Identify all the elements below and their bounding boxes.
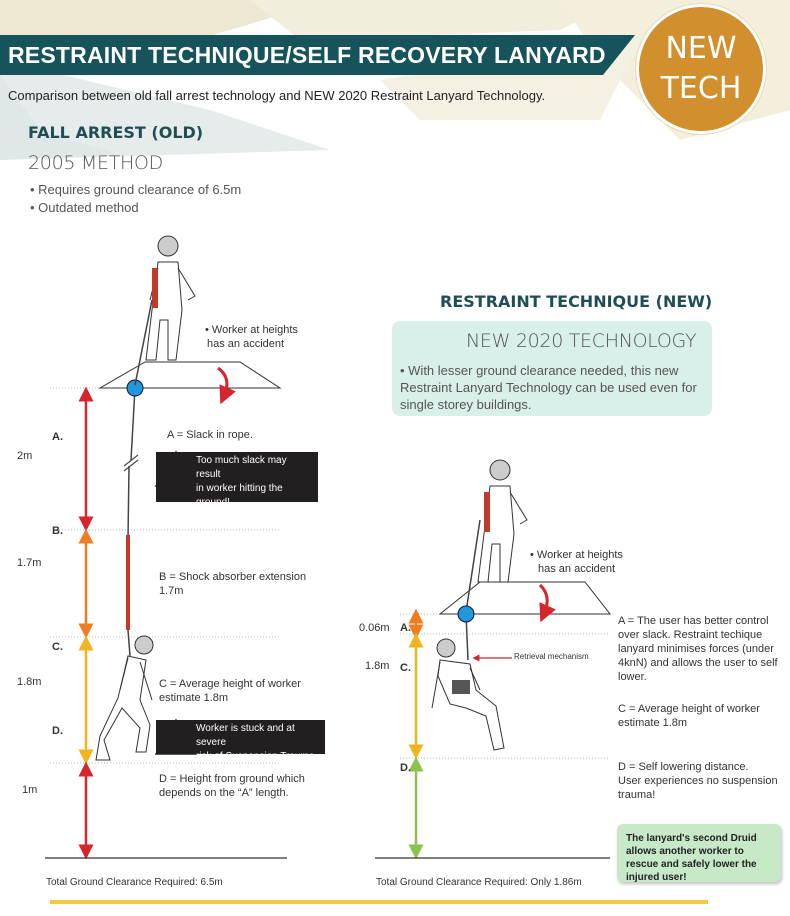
new-desc-a-4: 4knN) and allows the user to self <box>618 657 778 669</box>
badge-line-2: TECH <box>660 71 742 106</box>
old-bullet-2: • Outdated method <box>30 200 139 215</box>
new-desc-a-5: lower. <box>618 671 647 683</box>
old-bullet-1: • Requires ground clearance of 6.5m <box>30 182 242 197</box>
warning-trauma: Worker is stuck and at severe risk of Su… <box>156 720 325 762</box>
old-heading: FALL ARREST (OLD) <box>28 123 204 142</box>
new-desc-a-2: over slack. Restraint techique <box>618 629 763 641</box>
old-label-a: A. <box>52 431 63 443</box>
old-platform <box>98 361 282 389</box>
new-anchor-node <box>457 605 475 623</box>
new-accident-1: • Worker at heights <box>530 549 623 561</box>
new-info-box <box>392 321 712 416</box>
new-desc-a-3: lanyard minimises forces (under <box>618 643 774 655</box>
warning-slack-line-1: Too much slack may result <box>196 455 287 480</box>
new-method: NEW 2020 TECHNOLOGY <box>466 330 697 352</box>
new-desc-c-1: C = Average height of worker <box>618 703 760 715</box>
new-label-d: D. <box>400 762 411 774</box>
new-accident-2: has an accident <box>538 563 616 575</box>
old-desc-d-1: D = Height from ground which <box>159 773 305 785</box>
new-fall-arrow <box>538 583 556 623</box>
old-label-d: D. <box>52 725 63 737</box>
new-desc-a-1: A = The user has better control <box>618 615 769 627</box>
old-desc-c-2: estimate 1.8m <box>159 692 229 704</box>
warning-slack: Too much slack may result in worker hitt… <box>156 452 318 508</box>
new-dim-c: 1.8m <box>365 660 390 672</box>
warning-slack-line-2: in worker hitting the <box>196 483 283 494</box>
old-method: 2005 METHOD <box>28 152 163 174</box>
new-desc-c: C = Average height of worker estimate 1.… <box>618 702 760 730</box>
druid-callout-text: The lanyard's second Druid allows anothe… <box>626 833 757 883</box>
retrieval-label: Retrieval mechanism <box>514 652 589 661</box>
new-tech-badge: NEW TECH <box>636 4 766 134</box>
warning-slack-line-3: ground! <box>196 497 230 508</box>
new-info-line-3: single storey buildings. <box>400 397 532 412</box>
druid-callout: The lanyard's second Druid allows anothe… <box>617 824 781 883</box>
new-label-a: A. <box>400 622 411 634</box>
old-accident-2: has an accident <box>207 338 285 350</box>
old-accident-1: • Worker at heights <box>205 324 298 336</box>
new-desc-d-3: trauma! <box>618 789 656 801</box>
new-desc-d-2: User experiences no suspension <box>618 775 778 787</box>
new-info-line-2: Restraint Lanyard Technology can be used… <box>400 380 697 395</box>
new-footer: Total Ground Clearance Required: Only 1.… <box>376 877 582 888</box>
old-dim-c: 1.8m <box>17 676 42 688</box>
badge-line-1: NEW <box>665 31 737 66</box>
new-standing-worker <box>477 459 528 583</box>
new-desc-d-1: D = Self lowering distance. <box>618 761 749 773</box>
footer-bar <box>50 900 708 904</box>
new-reference-lines <box>400 613 610 759</box>
old-suspended-worker <box>95 635 154 761</box>
old-dim-b: 1.7m <box>17 557 42 569</box>
old-dim-a: 2m <box>17 450 33 462</box>
new-desc-a: A = The user has better control over sla… <box>618 614 778 684</box>
old-desc-a: A = Slack in rope. <box>167 429 253 441</box>
old-label-b: B. <box>52 525 63 537</box>
old-standing-worker <box>145 235 196 361</box>
warning-trauma-line-2: risk of Suspension Trauma <box>196 751 315 762</box>
title-banner <box>0 35 635 75</box>
new-desc-d: D = Self lowering distance. User experie… <box>618 760 778 802</box>
new-desc-c-2: estimate 1.8m <box>618 717 688 729</box>
page-subtitle: Comparison between old fall arrest techn… <box>8 88 546 103</box>
old-desc-d-2: depends on the “A” length. <box>159 787 289 799</box>
new-label-c: C. <box>400 662 411 674</box>
warning-trauma-line-1: Worker is stuck and at severe <box>196 723 295 748</box>
new-dim-a: 0.06m <box>359 622 390 634</box>
old-fall-arrow <box>217 366 236 405</box>
old-desc-b-2: 1.7m <box>159 585 184 597</box>
old-dim-d: 1m <box>22 784 38 796</box>
old-label-c: C. <box>52 641 63 653</box>
old-footer: Total Ground Clearance Required: 6.5m <box>46 877 223 888</box>
old-desc-c-1: C = Average height of worker <box>159 678 301 690</box>
new-heading: RESTRAINT TECHNIQUE (NEW) <box>440 292 713 311</box>
old-desc-b-1: B = Shock absorber extension <box>159 571 307 583</box>
old-shock-absorber <box>126 535 130 630</box>
page-title: RESTRAINT TECHNIQUE/SELF RECOVERY LANYAR… <box>8 42 606 68</box>
new-info-line-1: • With lesser ground clearance needed, t… <box>400 363 679 378</box>
old-anchor-node <box>126 379 144 397</box>
new-suspended-worker <box>431 638 505 751</box>
